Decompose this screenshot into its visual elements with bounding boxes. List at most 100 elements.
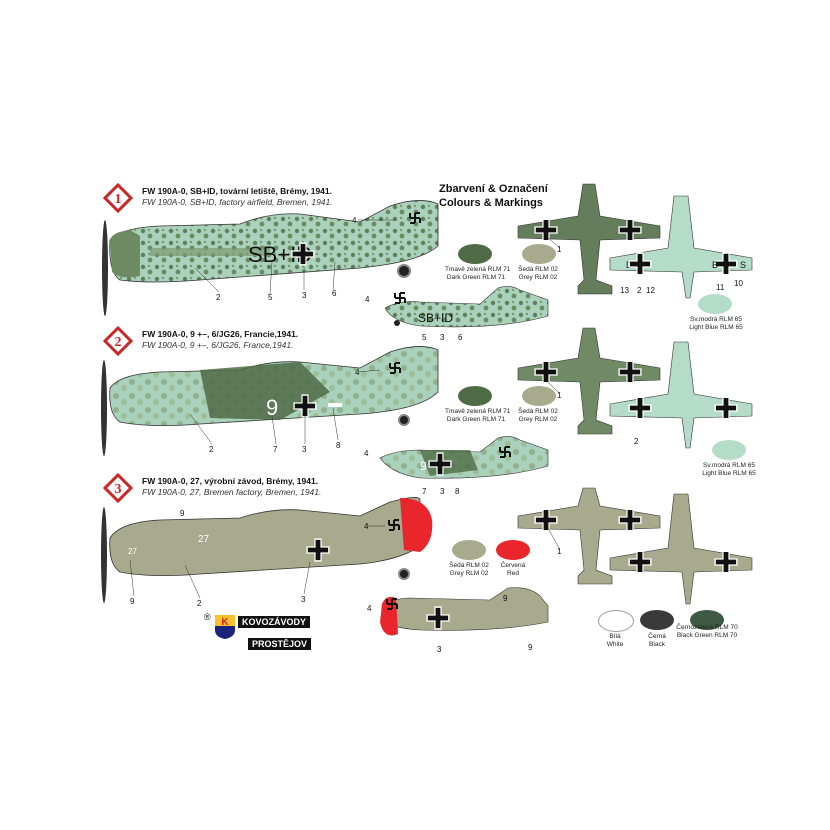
svg-text:13: 13 xyxy=(620,286,629,295)
svg-text:4: 4 xyxy=(364,522,369,531)
svg-text:4: 4 xyxy=(355,368,360,377)
svg-text:6: 6 xyxy=(458,333,463,342)
svg-text:4: 4 xyxy=(352,216,357,225)
colours-heading-en: Colours & Markings xyxy=(439,197,543,209)
scheme-1-badge: 1 xyxy=(103,183,133,213)
svg-text:9: 9 xyxy=(503,594,508,603)
svg-text:2: 2 xyxy=(216,293,221,302)
callout-numbers: 4 2 5 3 6 4 5 3 6 4 2 7 3 8 4 7 3 8 4 9 … xyxy=(130,216,743,654)
scheme-3-badge: 3 xyxy=(103,473,133,503)
scheme-1-bottom-view: D B S xyxy=(609,195,753,299)
svg-text:3: 3 xyxy=(440,487,445,496)
scheme-2-code-left: 9 xyxy=(266,395,278,420)
swatch-s3-grey xyxy=(452,540,486,560)
swatch-s1-blue xyxy=(698,294,732,314)
scheme-2-title: FW 190A-0, 9 +–, 6/JG26, Francie,1941. xyxy=(142,329,299,339)
swatch-black xyxy=(640,610,674,630)
scheme-3-top-view xyxy=(517,487,661,585)
scheme-3-small-side xyxy=(380,587,549,636)
callouts xyxy=(129,219,561,599)
svg-text:9: 9 xyxy=(528,643,533,652)
scheme-2-number: 2 xyxy=(115,335,122,350)
logo-line-1: KOVOZÁVODY xyxy=(238,616,311,628)
svg-text:5: 5 xyxy=(422,333,427,342)
scheme-1-title: FW 190A-0, SB+ID, tovární letiště, Brémy… xyxy=(142,186,332,196)
swatch-s1-grey xyxy=(522,244,556,264)
scheme-1-subtitle: FW 190A-0, SB+ID, factory airfield, Brem… xyxy=(142,197,333,207)
svg-text:4: 4 xyxy=(365,295,370,304)
svg-text:2: 2 xyxy=(634,437,639,446)
scheme-1-number: 1 xyxy=(115,192,122,207)
scheme-1-small-code: SB+ID xyxy=(418,311,453,325)
svg-text:6: 6 xyxy=(332,289,337,298)
scheme-3-title: FW 190A-0, 27, výrobní závod, Brémy, 194… xyxy=(142,476,319,486)
svg-text:11: 11 xyxy=(716,283,725,292)
svg-text:2: 2 xyxy=(637,286,642,295)
colours-heading-cz: Zbarvení & Označení xyxy=(439,183,548,195)
propeller xyxy=(102,220,108,316)
svg-text:10: 10 xyxy=(734,279,743,288)
svg-text:1: 1 xyxy=(557,547,562,556)
svg-text:4: 4 xyxy=(367,604,372,613)
scheme-3-side-view: 27 27 xyxy=(101,497,433,603)
svg-text:4: 4 xyxy=(364,449,369,458)
svg-text:2: 2 xyxy=(209,445,214,454)
svg-text:7: 7 xyxy=(422,487,427,496)
scheme-3-bottom-view xyxy=(609,493,753,605)
svg-text:K: K xyxy=(221,617,229,628)
svg-text:12: 12 xyxy=(646,286,655,295)
svg-text:2: 2 xyxy=(197,599,202,608)
wing-code-right-b: S xyxy=(740,260,746,270)
swatch-s2-grey xyxy=(522,386,556,406)
swatch-s1-green xyxy=(458,244,492,264)
svg-text:1: 1 xyxy=(557,245,562,254)
scheme-3-number: 3 xyxy=(115,482,122,497)
colours-heading: Zbarvení & Označení Colours & Markings xyxy=(439,182,548,210)
logo-line-2: PROSTĚJOV xyxy=(248,638,312,650)
scheme-1-small-side: SB+ID xyxy=(384,286,549,328)
scheme-3-code: 27 xyxy=(198,534,210,545)
swatch-blackgreen xyxy=(690,610,724,630)
svg-text:8: 8 xyxy=(336,441,341,450)
svg-text:3: 3 xyxy=(440,333,445,342)
swatch-white xyxy=(598,610,634,632)
scheme-2-side-view: 9 xyxy=(101,346,439,456)
scheme-2-top-view xyxy=(517,327,661,435)
kovozavody-shield-icon: K xyxy=(215,615,235,639)
svg-text:3: 3 xyxy=(302,445,307,454)
svg-text:8: 8 xyxy=(455,487,460,496)
swatch-s2-green xyxy=(458,386,492,406)
scheme-2-bottom-view xyxy=(609,341,753,449)
svg-text:9: 9 xyxy=(130,597,135,606)
publisher-logo: ® K KOVOZÁVODY PROSTĚJOV xyxy=(204,612,344,656)
svg-text:3: 3 xyxy=(301,595,306,604)
scheme-1-top-view xyxy=(517,183,661,295)
scheme-2-subtitle: FW 190A-0, 9 +–, 6/JG26, France,1941. xyxy=(142,340,294,350)
scheme-3-cowl-code: 27 xyxy=(128,547,137,556)
registered-mark: ® xyxy=(204,612,211,622)
svg-text:3: 3 xyxy=(437,645,442,654)
swatch-s3-red xyxy=(496,540,530,560)
scheme-1-side-view: SB+ID xyxy=(102,200,439,316)
scheme-2-small-code: 9 xyxy=(420,459,427,473)
scheme-3-subtitle: FW 190A-0, 27, Bremen factory, Bremen, 1… xyxy=(142,487,322,497)
scheme-2-badge: 2 xyxy=(103,326,133,356)
scheme-2-small-side: 9 xyxy=(379,436,549,479)
svg-text:3: 3 xyxy=(302,291,307,300)
svg-text:9: 9 xyxy=(180,509,185,518)
wing-code-right-a: B xyxy=(712,260,718,270)
svg-text:1: 1 xyxy=(557,391,562,400)
svg-text:7: 7 xyxy=(273,445,278,454)
